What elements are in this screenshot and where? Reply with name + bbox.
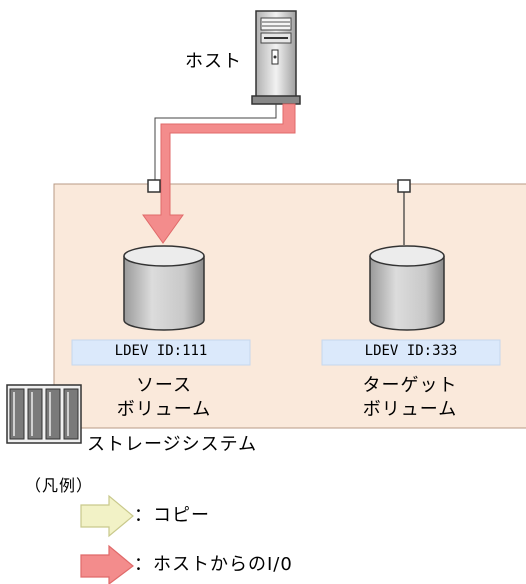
target-volume-cylinder-icon: [369, 245, 445, 331]
source-volume-name: ソース ボリューム: [94, 374, 234, 423]
target-ldev-box: [321, 339, 501, 366]
target-volume-name-line2: ボリューム: [362, 399, 458, 421]
source-volume-cylinder-icon: [123, 245, 205, 331]
source-volume-name-line2: ボリューム: [116, 399, 212, 421]
storage-system-icon: [6, 384, 82, 444]
legend-title: （凡例）: [25, 476, 94, 495]
target-volume-name-line1: ターゲット: [362, 375, 458, 396]
legend-host-io-label: ：ホストからのI/0: [134, 554, 293, 575]
host-io-arrow-icon: [80, 544, 134, 584]
source-ldev-label: LDEV ID:111: [114, 343, 208, 359]
host-label: ホスト: [185, 51, 242, 72]
target-volume-name: ターゲット ボリューム: [335, 374, 485, 423]
target-port: [397, 179, 411, 193]
host-server-icon: [251, 10, 301, 105]
source-port: [147, 179, 161, 193]
host-io-path: [142, 103, 296, 244]
source-volume-name-line1: ソース: [135, 375, 193, 396]
legend-copy-label: ：コピー: [134, 505, 210, 526]
source-ldev-box: [71, 339, 251, 366]
storage-system-label: ストレージシステム: [87, 434, 258, 455]
copy-arrow-icon: [80, 494, 134, 538]
target-ldev-label: LDEV ID:333: [364, 343, 458, 359]
